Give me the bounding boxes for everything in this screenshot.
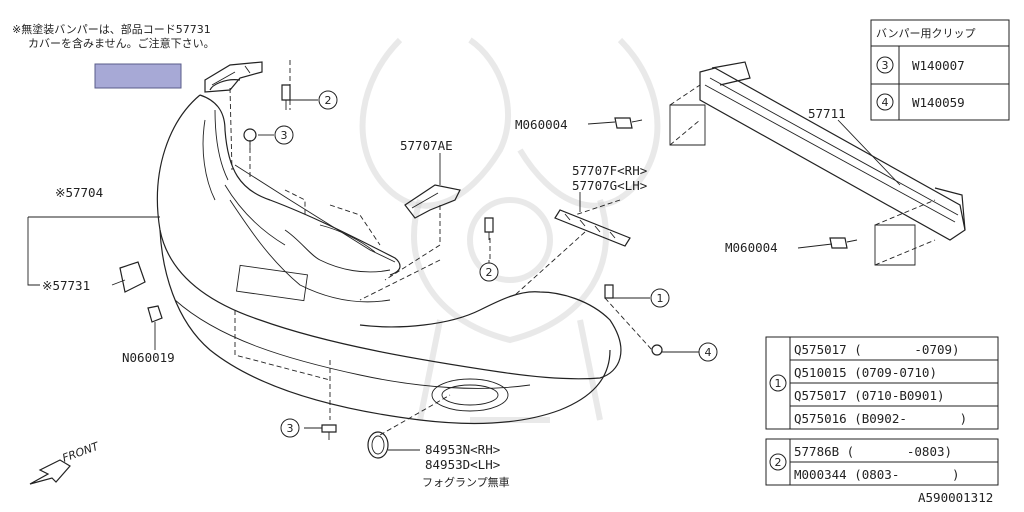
- label-m060004-bottom: M060004: [725, 240, 778, 255]
- label-57707f: 57707F<RH>: [572, 163, 647, 178]
- callout-1: 1: [650, 288, 670, 308]
- svg-text:3: 3: [281, 129, 288, 142]
- figure-id: A590001312: [918, 490, 993, 505]
- bracket-top-left: [204, 61, 263, 93]
- clip-row-1-code: W140007: [912, 58, 965, 73]
- callout-2-mid: 2: [479, 262, 499, 282]
- leader-lines: [27, 99, 901, 451]
- callout-3-top: 3: [274, 125, 294, 145]
- note-line-1: ※無塗装バンパーは、部品コード57731: [12, 22, 211, 36]
- table-1: 1 Q575017 ( -0709) Q510015 (0709-0710) Q…: [765, 336, 999, 430]
- svg-text:4: 4: [705, 346, 712, 359]
- table-2-row-2: M000344 (0803- ): [794, 467, 960, 482]
- assembly-guides: [229, 60, 653, 436]
- svg-text:1: 1: [657, 292, 664, 305]
- watermark-crest: [359, 37, 661, 423]
- label-m060004-top: M060004: [515, 117, 568, 132]
- bracket-57707ae: [404, 184, 461, 219]
- clip-table: バンパー用クリップ 3 W140007 4 W140059: [870, 19, 1010, 121]
- clip-table-header: バンパー用クリップ: [876, 27, 976, 40]
- table-1-row-1: Q575017 ( -0709): [794, 342, 960, 357]
- callout-4: 4: [698, 342, 718, 362]
- callout-2-top: 2: [318, 90, 338, 110]
- clip-row-2-num: 4: [882, 96, 889, 109]
- table-1-row-4: Q575016 (B0902- ): [794, 411, 967, 426]
- fasteners: [119, 84, 858, 459]
- label-57707g: 57707G<LH>: [572, 178, 647, 193]
- label-84953d: 84953D<LH>: [425, 457, 500, 472]
- svg-text:3: 3: [287, 422, 294, 435]
- front-arrow: FRONT: [29, 439, 102, 485]
- table-1-row-3: Q575017 (0710-B0901): [794, 388, 945, 403]
- svg-text:2: 2: [325, 94, 332, 107]
- label-84953n: 84953N<RH>: [425, 442, 500, 457]
- clip-row-1-num: 3: [882, 59, 889, 72]
- label-57711: 57711: [808, 106, 846, 121]
- highlight-bar: [94, 63, 182, 89]
- front-label: FRONT: [61, 439, 102, 465]
- bumper-cover: [156, 79, 622, 425]
- reinforcement-beam: [669, 61, 966, 266]
- svg-text:2: 2: [486, 266, 493, 279]
- label-57707ae: 57707AE: [400, 138, 453, 153]
- label-57704: ※57704: [55, 185, 103, 200]
- label-fog-note: フォグランプ無車: [422, 475, 510, 489]
- label-n060019: N060019: [122, 350, 175, 365]
- callout-3-bottom: 3: [280, 418, 300, 438]
- bracket-57707f: [554, 209, 631, 247]
- table-2-num: 2: [775, 456, 782, 469]
- clip-row-2-code: W140059: [912, 95, 965, 110]
- table-1-num: 1: [775, 377, 782, 390]
- table-1-row-2: Q510015 (0709-0710): [794, 365, 937, 380]
- table-2: 2 57786B ( -0803) M000344 (0803- ): [765, 438, 999, 486]
- label-57731: ※57731: [42, 278, 90, 293]
- note-line-2: カバーを含みません。ご注意下さい。: [28, 36, 215, 50]
- table-2-row-1: 57786B ( -0803): [794, 444, 952, 459]
